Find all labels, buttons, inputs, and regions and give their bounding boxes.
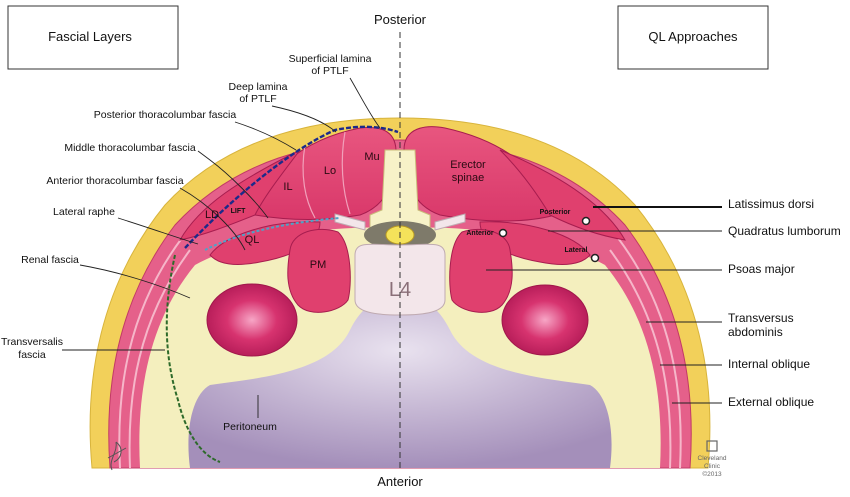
left-psoas-major bbox=[287, 228, 351, 313]
abdominal-wall-stripe bbox=[118, 237, 183, 469]
posterior-approach-label: Posterior bbox=[540, 209, 571, 216]
latissimus-label: Latissimus dorsi bbox=[728, 197, 814, 211]
posterior-thoracolumbar-fascia-line bbox=[184, 125, 399, 249]
lo-label: Lo bbox=[324, 165, 336, 177]
credit-org-2: Clinic bbox=[704, 463, 721, 470]
transversalis-fascia-line bbox=[165, 254, 221, 463]
middle-thoracolumbar-fascia-line bbox=[204, 217, 341, 251]
abdominal-wall-stripe bbox=[617, 237, 682, 469]
anterior-label: Anterior bbox=[377, 474, 423, 489]
fascial-layers-title: Fascial Layers bbox=[48, 29, 132, 44]
il-label: IL bbox=[283, 181, 292, 193]
deep-lamina-leader bbox=[271, 105, 337, 133]
superficial-lamina-label-2: of PTLF bbox=[311, 65, 348, 77]
peritoneum-label: Peritoneum bbox=[223, 421, 277, 433]
abdominal-wall-stripe bbox=[128, 249, 191, 469]
right-psoas-major bbox=[449, 228, 513, 313]
renal-fascia-label: Renal fascia bbox=[21, 254, 79, 266]
external-oblique-label: External oblique bbox=[728, 395, 814, 409]
anterior-approach-point bbox=[498, 228, 508, 238]
transversalis-label-2: fascia bbox=[18, 349, 46, 361]
muscle-divider bbox=[302, 144, 316, 219]
fascial-layers-box bbox=[7, 5, 179, 70]
transversus-label-2: abdominis bbox=[728, 325, 783, 339]
right-latissimus-dorsi bbox=[499, 149, 626, 241]
erector-label-2: spinae bbox=[452, 172, 484, 184]
right-transverse-process bbox=[434, 213, 466, 231]
ql-approaches-title: QL Approaches bbox=[648, 29, 738, 44]
transversalis-label-1: Transversalis bbox=[1, 336, 63, 348]
right-kidney bbox=[501, 284, 589, 356]
superficial-lamina-label-1: Superficial lamina bbox=[289, 53, 372, 65]
ql-right-label: Quadratus lumborum bbox=[728, 224, 841, 238]
erector-label-1: Erector bbox=[450, 159, 486, 171]
abdominal-wall-stripe bbox=[609, 249, 672, 469]
left-kidney bbox=[206, 283, 298, 357]
ql-label: QL bbox=[245, 234, 260, 246]
lateral-approach-label: Lateral bbox=[565, 247, 588, 254]
deep-lamina-label-2: of PTLF bbox=[239, 93, 276, 105]
credit-year: ©2013 bbox=[702, 470, 722, 478]
internal-oblique-label: Internal oblique bbox=[728, 357, 810, 371]
ld-label: LD bbox=[205, 209, 219, 221]
left-transverse-process bbox=[334, 213, 366, 231]
lateral-raphe-leader bbox=[117, 217, 199, 245]
credit-org-1: Cleveland bbox=[698, 455, 727, 462]
artist-signature bbox=[107, 441, 127, 471]
l4-label: L4 bbox=[389, 279, 411, 301]
deep-lamina-label-1: Deep lamina bbox=[229, 81, 288, 93]
cleveland-clinic-logo bbox=[706, 440, 718, 452]
posterior-tlf-label: Posterior thoracolumbar fascia bbox=[94, 109, 237, 121]
lateral-approach-point bbox=[590, 253, 600, 263]
posterior-label: Posterior bbox=[374, 12, 427, 27]
pm-label: PM bbox=[310, 259, 327, 271]
anterior-tlf-leader bbox=[179, 187, 246, 251]
renal-fascia-leader bbox=[79, 264, 191, 299]
left-latissimus-dorsi bbox=[179, 149, 301, 241]
superficial-lamina-leader bbox=[349, 77, 381, 129]
l4-vertebral-body bbox=[354, 243, 446, 316]
lateral-raphe-label: Lateral raphe bbox=[53, 206, 115, 218]
muscle-divider bbox=[341, 131, 351, 215]
psoas-label: Psoas major bbox=[728, 262, 795, 276]
mu-label: Mu bbox=[364, 151, 379, 163]
lift-label: LIFT bbox=[231, 208, 246, 215]
transversus-label-1: Transversus bbox=[728, 311, 794, 325]
posterior-approach-point bbox=[581, 216, 591, 226]
anterior-tlf-label: Anterior thoracolumbar fascia bbox=[46, 175, 183, 187]
posterior-tlf-leader bbox=[234, 121, 297, 151]
middle-tlf-label: Middle thoracolumbar fascia bbox=[64, 142, 195, 154]
middle-tlf-leader bbox=[197, 150, 269, 219]
anterior-approach-label: Anterior bbox=[466, 230, 494, 237]
ql-approaches-box bbox=[617, 5, 769, 70]
